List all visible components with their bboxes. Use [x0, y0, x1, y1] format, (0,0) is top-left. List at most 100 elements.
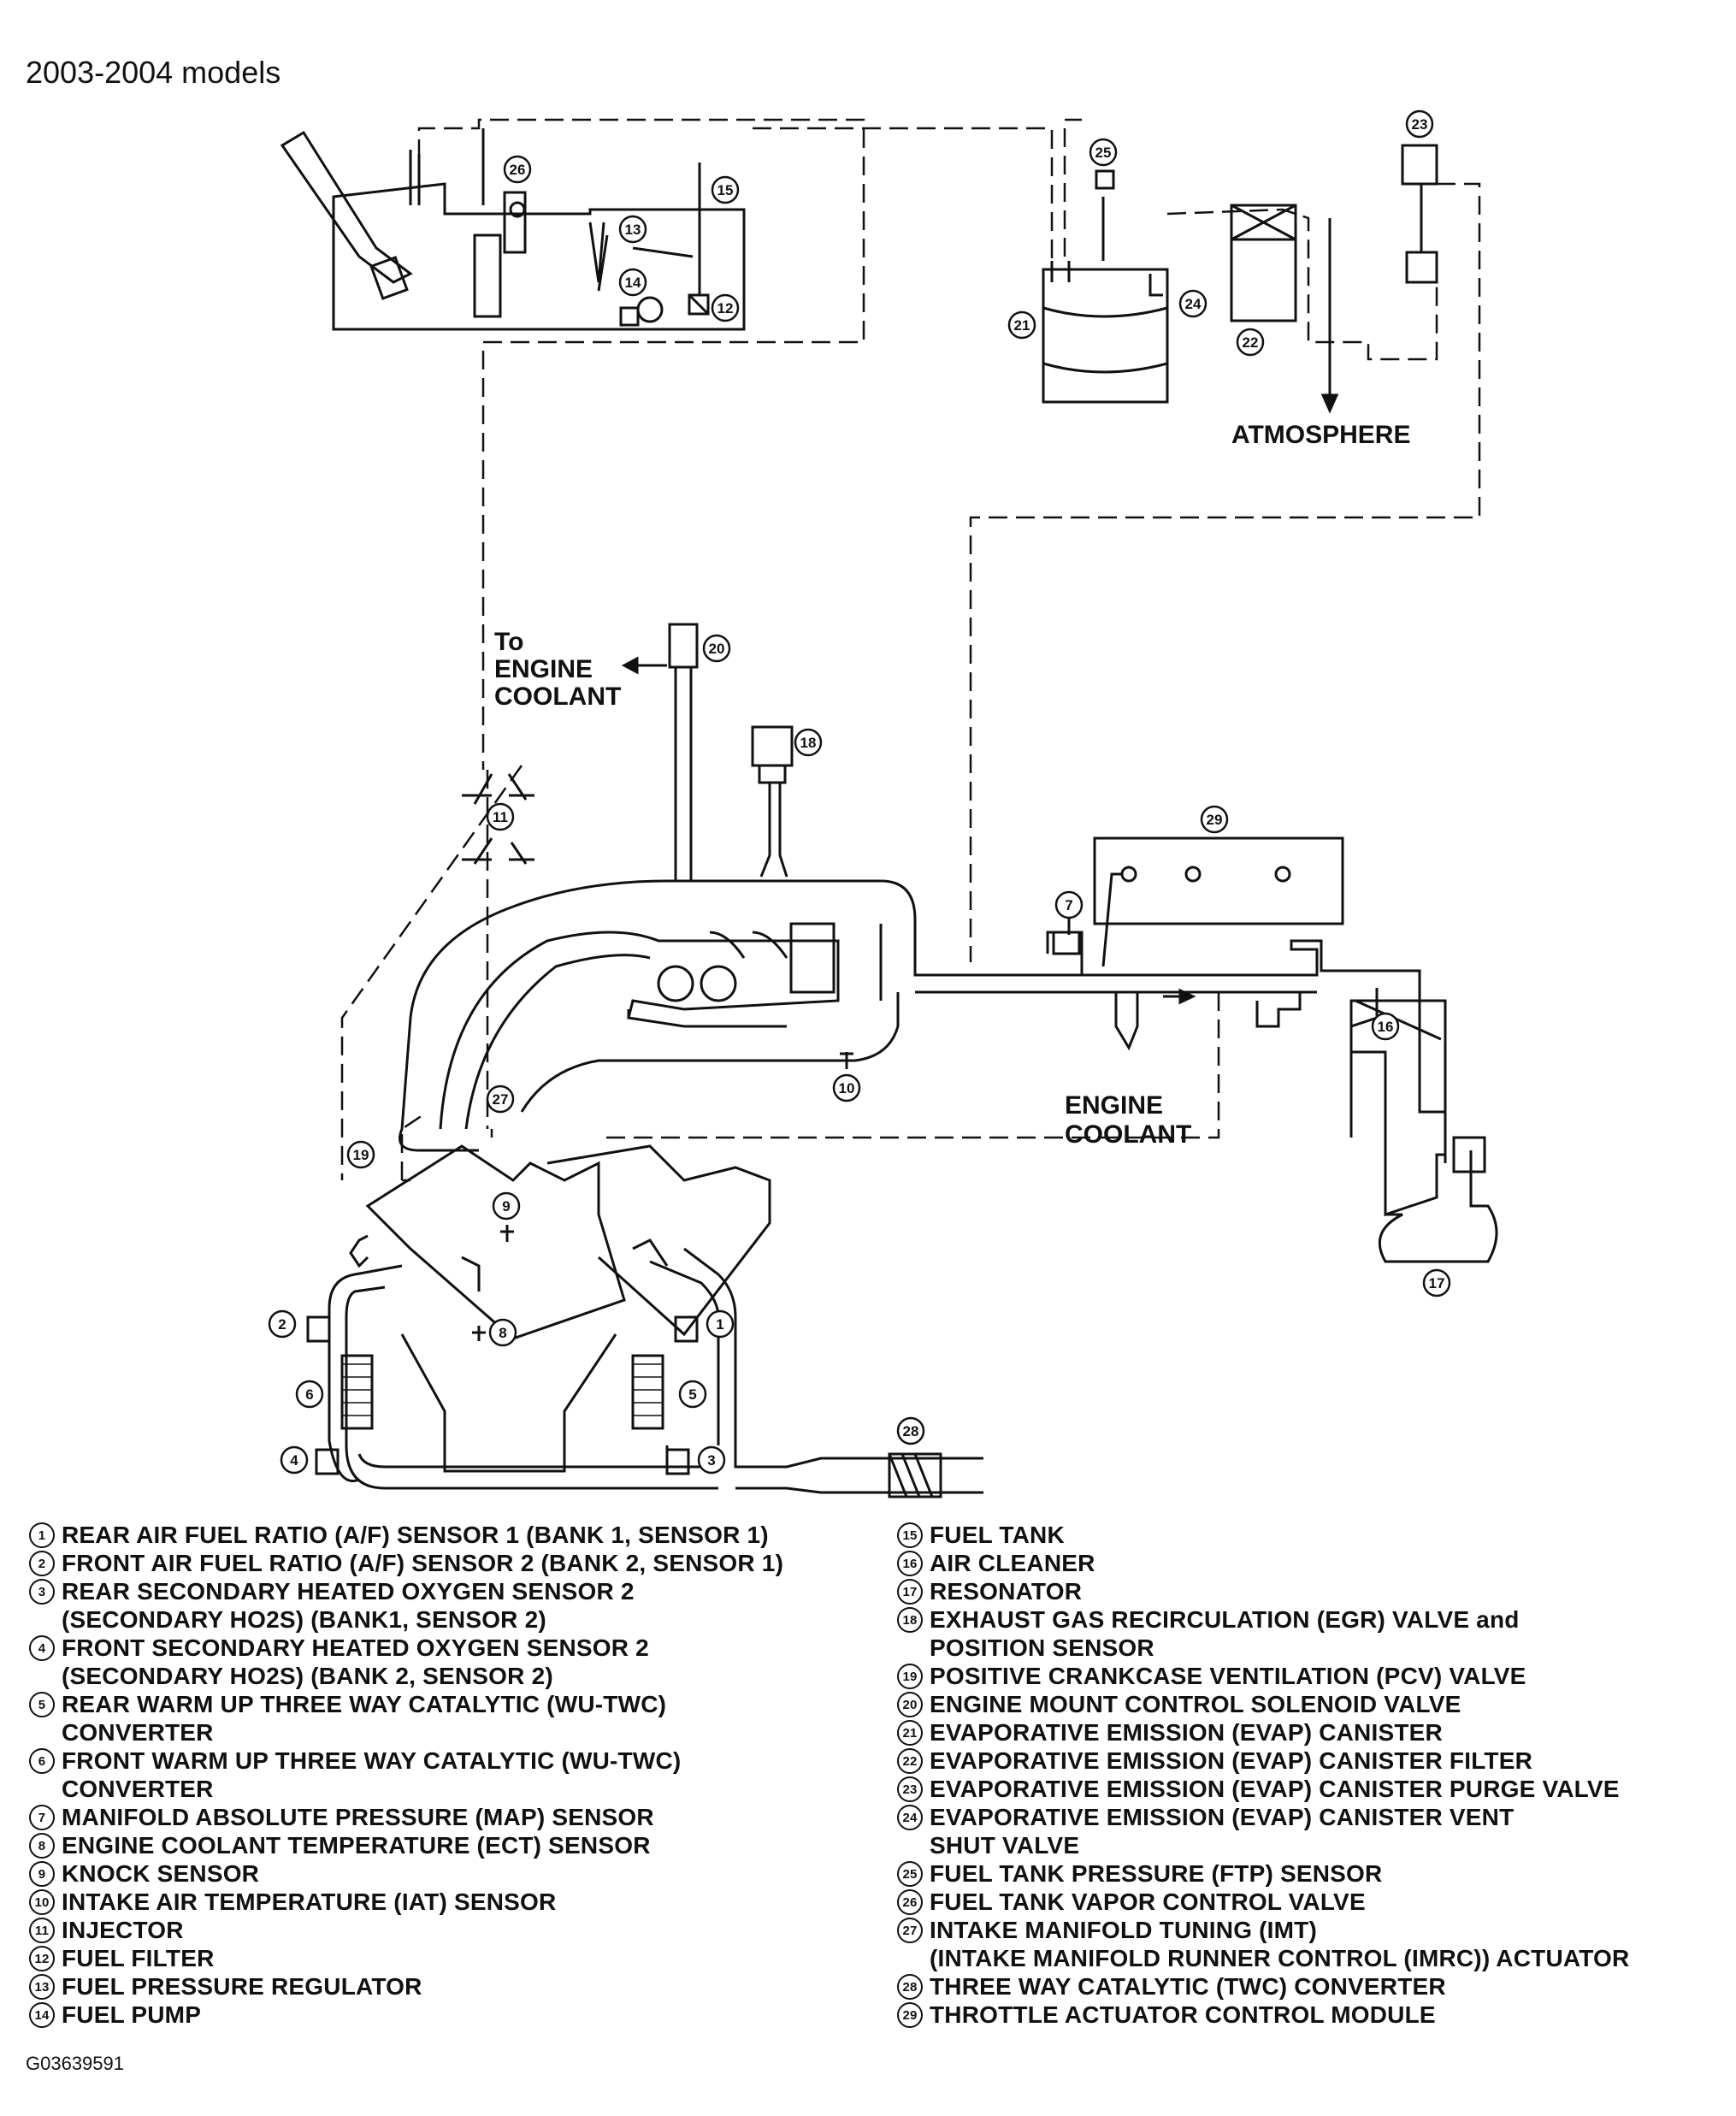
legend-item: 9 KNOCK SENSOR: [29, 1859, 783, 1888]
throttle-actuator-module: [1093, 836, 1344, 967]
legend-number: 13: [29, 1974, 55, 2000]
callout-5: 5: [678, 1380, 707, 1409]
legend-number: 21: [897, 1720, 923, 1746]
air-cleaner: [1349, 999, 1447, 1217]
legend-number: 28: [897, 1974, 923, 2000]
callout-4: 4: [280, 1445, 309, 1475]
legend-text: FRONT WARM UP THREE WAY CATALYTIC (WU-TW…: [62, 1747, 682, 1802]
legend-item: 15 FUEL TANK: [897, 1521, 1629, 1549]
callout-number: 11: [493, 809, 508, 825]
legend-item: 2 FRONT AIR FUEL RATIO (A/F) SENSOR 2 (BA…: [29, 1549, 783, 1577]
callout-number: 25: [1095, 145, 1112, 161]
emission-system-diagram: 1234567891011121314151617181920212223242…: [268, 109, 1498, 1498]
label-to-engine-coolant-line2: ENGINE: [494, 655, 593, 683]
legend-number: 2: [29, 1551, 55, 1576]
legend-text: FUEL FILTER: [62, 1945, 215, 1971]
callout-23: 23: [1405, 109, 1434, 139]
callout-number: 27: [493, 1091, 509, 1108]
legend-text: FRONT AIR FUEL RATIO (A/F) SENSOR 2 (BAN…: [62, 1550, 784, 1576]
callout-number: 6: [305, 1386, 313, 1403]
callout-28: 28: [896, 1416, 925, 1445]
legend-text: FRONT SECONDARY HEATED OXYGEN SENSOR 2 (…: [62, 1634, 649, 1689]
legend-number: 14: [29, 2002, 55, 2028]
label-to-engine-coolant-line1: To: [494, 628, 523, 656]
callout-9: 9: [492, 1191, 521, 1221]
engine-mount-control-solenoid: [621, 623, 699, 881]
callout-number: 4: [290, 1452, 298, 1469]
callout-number: 21: [1014, 317, 1030, 334]
callout-number: 24: [1185, 296, 1202, 312]
callout-1: 1: [706, 1309, 735, 1339]
label-engine-coolant-line1: ENGINE: [1065, 1091, 1163, 1120]
legend-number: 20: [897, 1692, 923, 1717]
callout-17: 17: [1422, 1268, 1451, 1297]
legend-text: INTAKE MANIFOLD TUNING (IMT) (INTAKE MAN…: [930, 1917, 1630, 1971]
legend-text: KNOCK SENSOR: [62, 1860, 260, 1887]
legend-number: 18: [897, 1607, 923, 1633]
callout-number: 19: [353, 1147, 369, 1163]
callout-number: 1: [716, 1316, 723, 1333]
legend-number: 16: [897, 1551, 923, 1576]
legend-number: 8: [29, 1833, 55, 1859]
callout-6: 6: [295, 1380, 324, 1409]
callout-8: 8: [488, 1318, 517, 1347]
legend-text: AIR CLEANER: [930, 1550, 1095, 1576]
callout-number: 13: [625, 222, 641, 238]
resonator: [1378, 1136, 1498, 1263]
legend-item: 11 INJECTOR: [29, 1916, 783, 1944]
page-title: 2003-2004 models: [26, 55, 281, 90]
label-to-engine-coolant-line3: COOLANT: [494, 683, 621, 711]
callout-24: 24: [1178, 289, 1208, 318]
legend-number: 26: [897, 1889, 923, 1915]
legend-number: 9: [29, 1861, 55, 1887]
small-sensors: [472, 917, 1081, 1341]
legend-number: 6: [29, 1748, 55, 1774]
legend-text: FUEL TANK: [930, 1522, 1065, 1548]
label-engine-coolant-line2: COOLANT: [1065, 1120, 1191, 1149]
legend-number: 15: [897, 1522, 923, 1548]
legend-item: 12 FUEL FILTER: [29, 1944, 783, 1972]
callout-27: 27: [486, 1085, 515, 1114]
callout-number: 23: [1412, 116, 1428, 133]
figure-id: G03639591: [26, 2053, 124, 2074]
legend-text: INJECTOR: [62, 1917, 184, 1943]
callout-20: 20: [702, 634, 731, 663]
legend-number: 25: [897, 1861, 923, 1887]
callout-number: 29: [1207, 812, 1223, 828]
canister-filter: [1230, 204, 1339, 414]
callout-number: 8: [499, 1325, 506, 1341]
legend-number: 12: [29, 1946, 55, 1971]
callout-number: 12: [717, 300, 734, 316]
legend-number: 11: [29, 1918, 55, 1943]
callout-21: 21: [1007, 310, 1036, 340]
callout-3: 3: [697, 1445, 726, 1475]
callout-22: 22: [1236, 328, 1265, 357]
legend-text: POSITIVE CRANKCASE VENTILATION (PCV) VAL…: [930, 1663, 1526, 1689]
legend-number: 3: [29, 1579, 55, 1605]
legend-text: REAR WARM UP THREE WAY CATALYTIC (WU-TWC…: [62, 1691, 667, 1746]
legend-item: 16 AIR CLEANER: [897, 1549, 1629, 1577]
legend-number: 10: [29, 1889, 55, 1915]
callout-15: 15: [711, 175, 740, 204]
purge-valve: [1401, 144, 1438, 284]
callout-13: 13: [618, 215, 647, 244]
callout-10: 10: [832, 1073, 861, 1102]
legend-item: 6 FRONT WARM UP THREE WAY CATALYTIC (WU-T…: [29, 1747, 783, 1803]
legend-text: THROTTLE ACTUATOR CONTROL MODULE: [930, 2001, 1436, 2028]
